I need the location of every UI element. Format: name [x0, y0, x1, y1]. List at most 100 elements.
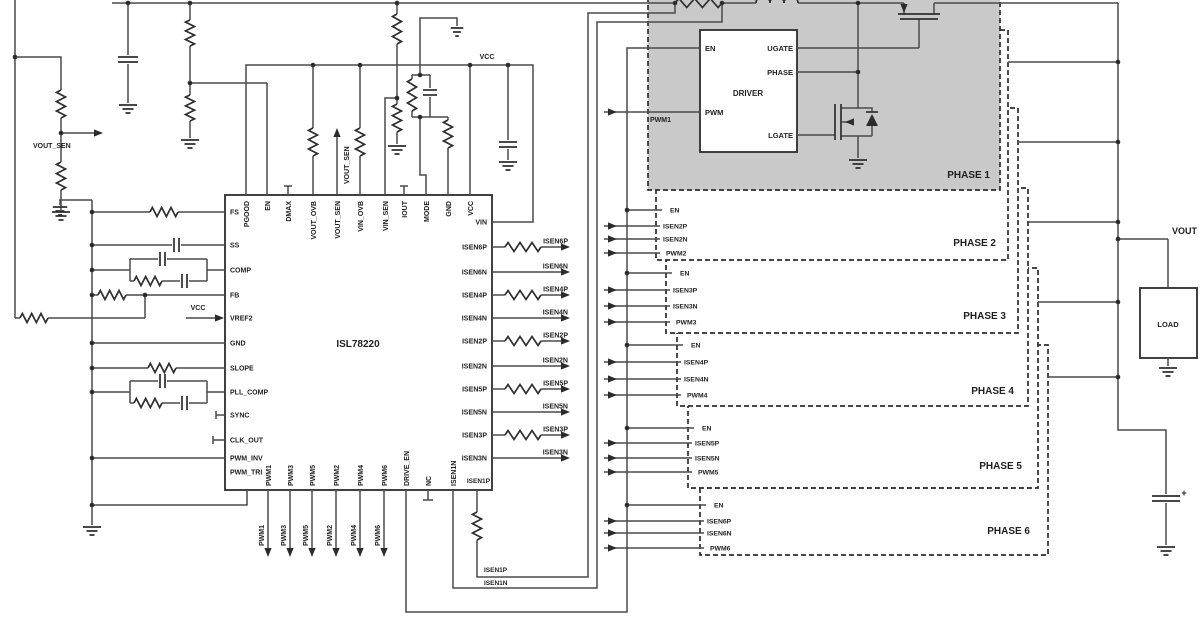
ic-pin-PWM1: PWM1 — [266, 465, 273, 486]
label-driver-pin_lgate: LGATE — [768, 131, 793, 140]
load-label: LOAD — [1157, 320, 1179, 329]
ic-pin-PWM6: PWM6 — [382, 465, 389, 486]
isen-out-ISEN4P: ISEN4P — [543, 287, 568, 294]
phase-label-4: PHASE 4 — [971, 386, 1014, 397]
phase-label-5: PHASE 5 — [979, 461, 1022, 472]
ic-pin-FB: FB — [230, 293, 239, 300]
ic-body — [224, 194, 493, 491]
ic-pin-IOUT: IOUT — [402, 200, 409, 217]
isen-out-ISEN3N: ISEN3N — [543, 450, 568, 457]
ic-pin-ISEN2P: ISEN2P — [462, 339, 487, 346]
ic-pin-SLOPE: SLOPE — [230, 366, 254, 373]
ic-pin-VCC: VCC — [468, 201, 475, 216]
pwm-out-PWM6: PWM6 — [375, 525, 382, 546]
pwm-out-PWM4: PWM4 — [351, 525, 358, 546]
ic-pin-PWM3: PWM3 — [288, 465, 295, 486]
ic-pin-FS: FS — [230, 210, 239, 217]
ic-pin-DRIVE_EN: DRIVE_EN — [404, 451, 411, 486]
isen-out-ISEN5N: ISEN5N — [543, 404, 568, 411]
ic-pin-PWM2: PWM2 — [334, 465, 341, 486]
isen-out-ISEN6N: ISEN6N — [543, 264, 568, 271]
phase-label-1: PHASE 1 — [947, 170, 990, 181]
label-phases-1-inputs-2: ISEN2N — [663, 237, 688, 244]
isen-out-ISEN3P: ISEN3P — [543, 427, 568, 434]
label-phases-2-inputs-3: PWM3 — [676, 320, 697, 327]
label-phases-5-inputs-3: PWM6 — [710, 546, 731, 553]
label-phases-5-inputs-1: ISEN6P — [707, 519, 732, 526]
driver-block — [699, 29, 798, 153]
driver-name: DRIVER — [733, 89, 763, 98]
label-phases-4-inputs-2: ISEN5N — [695, 456, 720, 463]
label-phases-1-inputs-1: ISEN2P — [663, 224, 688, 231]
ic-pin-PWM_TRI: PWM_TRI — [230, 470, 262, 477]
label-phases-4-inputs-3: PWM5 — [698, 470, 719, 477]
pwm-out-PWM5: PWM5 — [303, 525, 310, 546]
ic-pin-ISEN4N: ISEN4N — [462, 316, 487, 323]
phase-label-6: PHASE 6 — [987, 526, 1030, 537]
ic-pin-DMAX: DMAX — [286, 201, 293, 222]
isen-out-ISEN4N: ISEN4N — [543, 310, 568, 317]
ic-pin-PLL_COMP: PLL_COMP — [230, 390, 268, 397]
label-driver-pin_en: EN — [705, 44, 715, 53]
ic-pin-SS: SS — [230, 243, 240, 250]
ic-pin-ISEN1P: ISEN1P — [467, 478, 491, 485]
ic-pin-ISEN3N: ISEN3N — [462, 456, 487, 463]
ic-pin-ISEN5P: ISEN5P — [462, 387, 487, 394]
ic-pin-VIN_OVB: VIN_OVB — [358, 201, 365, 232]
vout-sen-net-label: VOUT_SEN — [33, 143, 71, 150]
ic-pin-VOUT_SEN: VOUT_SEN — [335, 201, 342, 239]
vcc-rail-label: VCC — [480, 54, 495, 61]
label-phases-2-inputs-0: EN — [680, 271, 690, 278]
ic-pin-PWM5: PWM5 — [310, 465, 317, 486]
vcc-vref2-label: VCC — [191, 305, 206, 312]
ic-pin-ISEN5N: ISEN5N — [462, 410, 487, 417]
pwm-out-PWM3: PWM3 — [281, 525, 288, 546]
driver-pwm1-label: PWM1 — [650, 117, 671, 124]
phase-label-2: PHASE 2 — [953, 238, 996, 249]
vout-net-label: VOUT — [1172, 226, 1198, 236]
ic-pin-MODE: MODE — [424, 201, 431, 222]
ic-pin-PGOOD: PGOOD — [244, 201, 251, 227]
label-phases-4-inputs-1: ISEN5P — [695, 441, 720, 448]
ic-pin-ISEN2N: ISEN2N — [462, 364, 487, 371]
label-phases-3-inputs-3: PWM4 — [687, 393, 708, 400]
isen-out-ISEN2P: ISEN2P — [543, 333, 568, 340]
output-cap-plus: + — [1181, 488, 1186, 498]
vout-sen-pin-label: VOUT_SEN — [344, 146, 351, 184]
label-phases-1-inputs-0: EN — [670, 208, 680, 215]
label-phases-3-inputs-0: EN — [691, 343, 701, 350]
label-phases-2-inputs-1: ISEN3P — [673, 288, 698, 295]
ic-pin-GND: GND — [230, 341, 246, 348]
ic-pin-COMP: COMP — [230, 268, 251, 275]
ic-pin-VOUT_OVB: VOUT_OVB — [311, 201, 318, 240]
label-phases-5-inputs-0: EN — [714, 503, 724, 510]
ic-pin-EN: EN — [265, 201, 272, 211]
label-phases-2-inputs-2: ISEN3N — [673, 304, 698, 311]
ic-pin-VIN: VIN — [475, 220, 487, 227]
ic-pin-ISEN1N: ISEN1N — [451, 461, 458, 486]
label-driver-pin_ugate: UGATE — [767, 44, 793, 53]
ic-pin-PWM4: PWM4 — [358, 465, 365, 486]
label-driver-pin_pwm: PWM — [705, 108, 723, 117]
ic-pin-ISEN4P: ISEN4P — [462, 293, 487, 300]
label-phases-3-inputs-1: ISEN4P — [684, 360, 709, 367]
ic-part-number: ISL78220 — [336, 339, 380, 350]
label-phases-4-inputs-0: EN — [702, 426, 712, 433]
ic-pin-NC: NC — [426, 476, 433, 486]
ic-pin-ISEN6N: ISEN6N — [462, 270, 487, 277]
ic-pin-VREF2: VREF2 — [230, 316, 253, 323]
label-phases-5-inputs-2: ISEN6N — [707, 531, 732, 538]
isen1p-trace-label: ISEN1P — [484, 567, 508, 574]
pwm-out-PWM2: PWM2 — [327, 525, 334, 546]
ic-pin-CLK_OUT: CLK_OUT — [230, 438, 264, 445]
label-driver-pin_phase: PHASE — [767, 68, 793, 77]
isen-out-ISEN2N: ISEN2N — [543, 358, 568, 365]
label-phases-1-inputs-3: PWM2 — [666, 251, 687, 258]
ic-pin-PWM_INV: PWM_INV — [230, 456, 263, 463]
label-phases-3-inputs-2: ISEN4N — [684, 377, 709, 384]
ic-pin-GND: GND — [446, 201, 453, 217]
ic-pin-ISEN6P: ISEN6P — [462, 245, 487, 252]
ic-pin-SYNC: SYNC — [230, 413, 249, 420]
ic-pin-VIN_SEN: VIN_SEN — [383, 201, 390, 231]
